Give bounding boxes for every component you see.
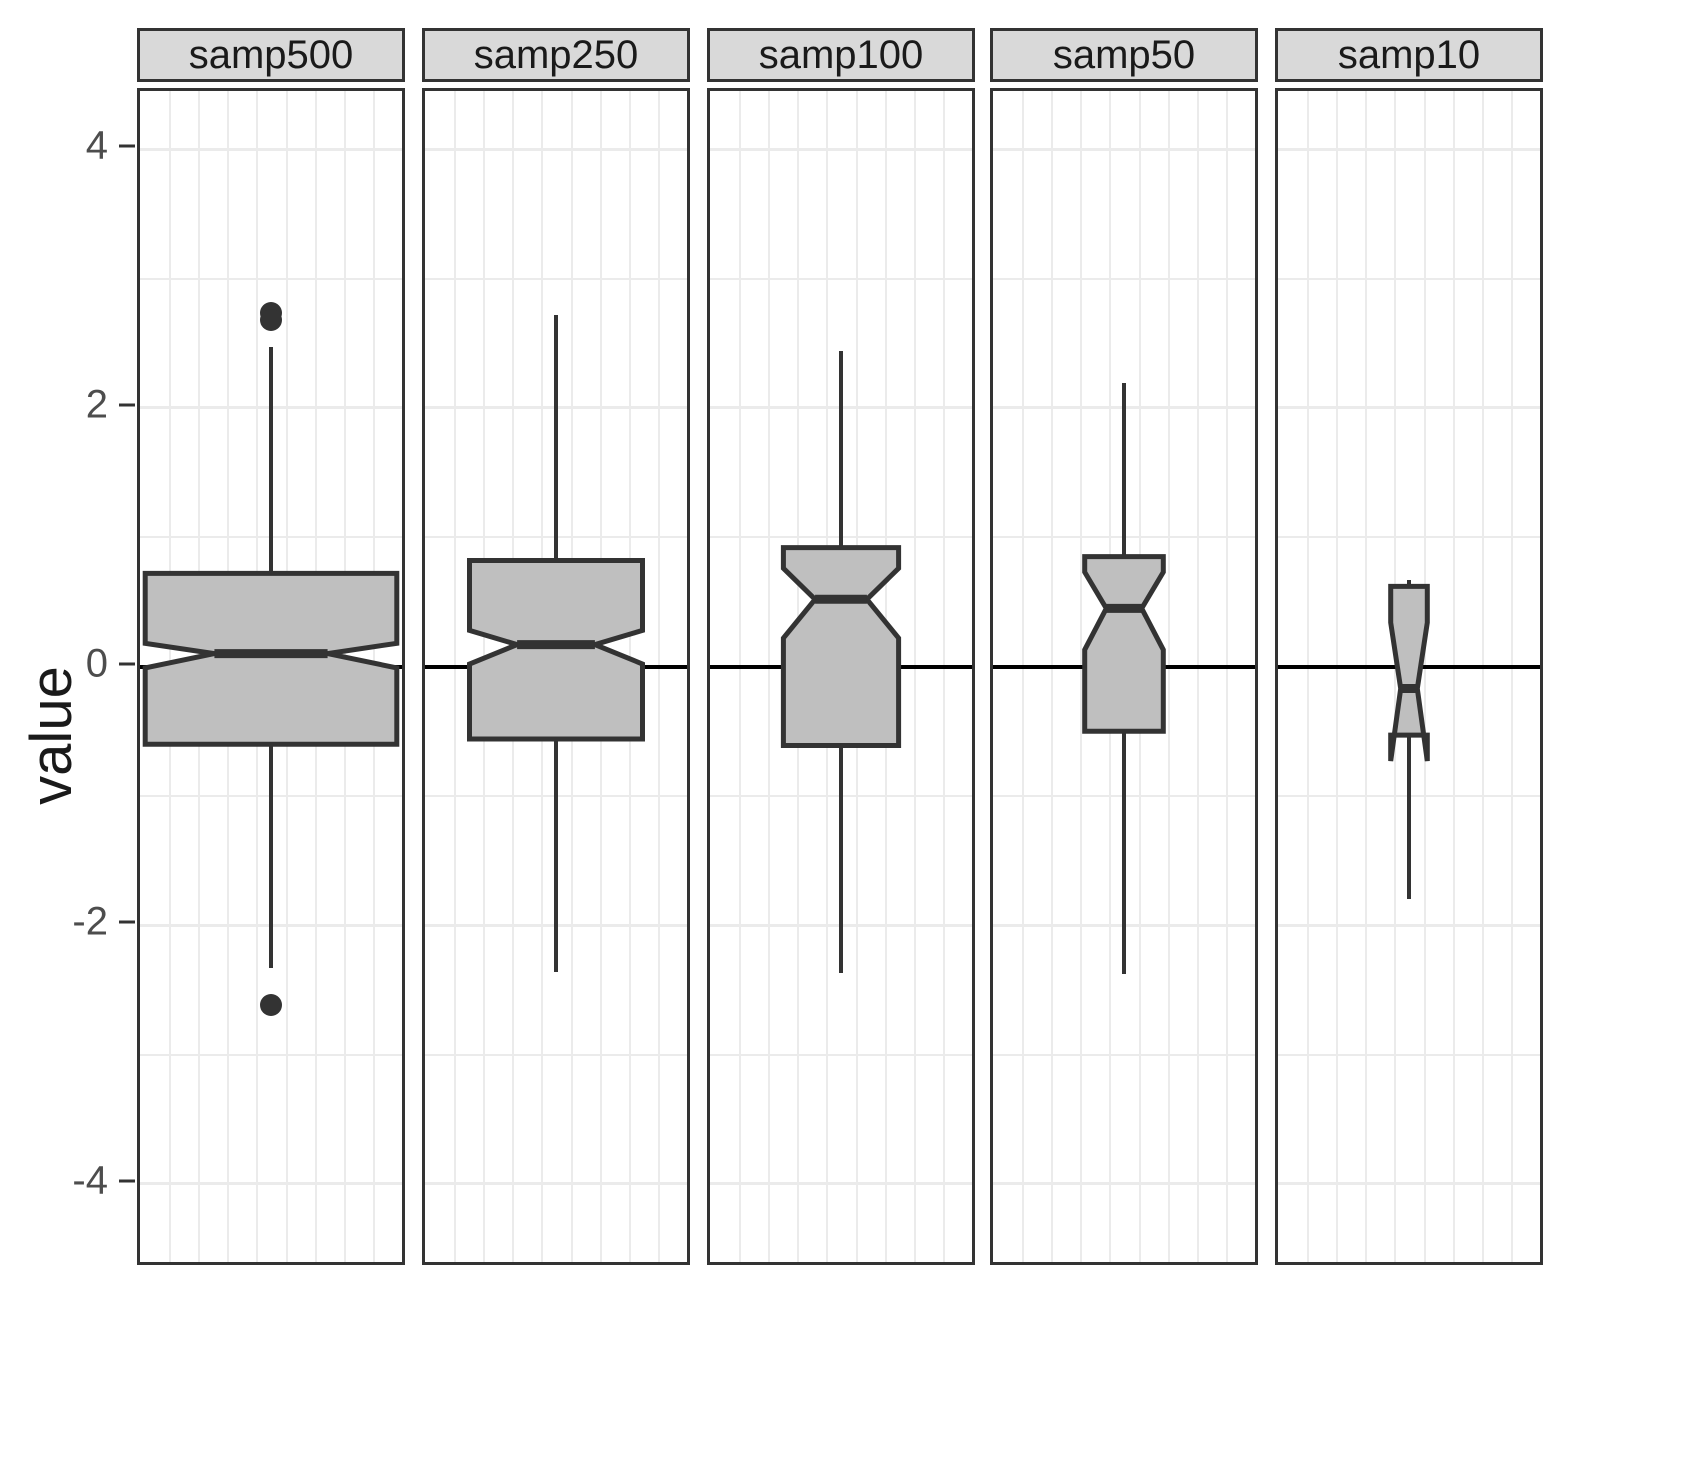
y-axis-title-label: value [18, 665, 84, 805]
y-axis-tick-mark [119, 403, 135, 407]
gridline-horizontal [140, 1053, 402, 1056]
gridline-horizontal [1278, 277, 1540, 280]
facet-strip-label: samp250 [473, 32, 639, 77]
box-polygon [142, 570, 400, 747]
facet-strip-label: samp10 [1337, 32, 1481, 77]
whisker-lower [554, 738, 558, 972]
whisker-upper [269, 347, 273, 574]
boxplot-box-samp250 [467, 558, 645, 742]
whisker-lower [1407, 735, 1411, 900]
whisker-lower [269, 744, 273, 968]
gridline-horizontal [710, 1053, 972, 1056]
gridline-vertical [1365, 91, 1367, 1262]
gridline-horizontal [1278, 1053, 1540, 1056]
gridline-horizontal [993, 147, 1255, 151]
gridline-vertical [1511, 91, 1513, 1262]
gridline-vertical [1197, 91, 1199, 1262]
gridline-vertical [768, 91, 770, 1262]
y-axis-tick-mark [119, 144, 135, 148]
facet-panel-samp50 [990, 88, 1258, 1265]
gridline-horizontal [710, 277, 972, 280]
gridline-horizontal [1278, 536, 1540, 539]
y-axis-tick-label: 0 [85, 641, 108, 686]
box-polygon [780, 545, 902, 748]
facet-strip-samp10: samp10 [1275, 28, 1543, 82]
facet-strip-samp250: samp250 [422, 28, 690, 82]
y-axis-tick-label: 2 [85, 382, 108, 427]
whisker-upper [1407, 579, 1411, 587]
gridline-horizontal [993, 277, 1255, 280]
gridline-horizontal [425, 1182, 687, 1186]
gridline-horizontal [140, 277, 402, 280]
gridline-horizontal [425, 1053, 687, 1056]
gridline-vertical [1226, 91, 1228, 1262]
y-axis-tick-label: -2 [72, 899, 108, 944]
y-axis-tick-mark [119, 920, 135, 924]
gridline-vertical [1336, 91, 1338, 1262]
facet-strip-samp100: samp100 [707, 28, 975, 82]
gridline-vertical [1051, 91, 1053, 1262]
facet-panel-samp500 [137, 88, 405, 1265]
box-polygon [467, 558, 645, 742]
gridline-vertical [1080, 91, 1082, 1262]
boxplot-box-samp500 [142, 570, 400, 747]
boxplot-box-samp50 [1082, 554, 1166, 734]
facet-panel-samp10 [1275, 88, 1543, 1265]
gridline-horizontal [993, 1053, 1255, 1056]
facet-panel-samp100 [707, 88, 975, 1265]
y-axis-tick-mark [119, 662, 135, 666]
y-axis-tick-label: -4 [72, 1158, 108, 1203]
gridline-vertical [1307, 91, 1309, 1262]
whisker-upper [839, 350, 843, 548]
y-axis-title: value [6, 0, 96, 1470]
boxplot-box-samp100 [780, 545, 902, 748]
whisker-lower [839, 745, 843, 974]
gridline-horizontal [710, 1182, 972, 1186]
facet-panel-samp250 [422, 88, 690, 1265]
boxplot-box-samp10 [1388, 583, 1430, 762]
gridline-vertical [1482, 91, 1484, 1262]
gridline-horizontal [1278, 923, 1540, 927]
facet-strip-label: samp500 [188, 32, 354, 77]
facet-strip-samp500: samp500 [137, 28, 405, 82]
whisker-lower [1122, 731, 1126, 975]
gridline-vertical [739, 91, 741, 1262]
outlier-point [260, 994, 282, 1017]
box-polygon [1388, 583, 1430, 762]
whisker-upper [554, 314, 558, 561]
gridline-horizontal [1278, 147, 1540, 151]
gridline-vertical [1424, 91, 1426, 1262]
gridline-vertical [454, 91, 456, 1262]
gridline-vertical [658, 91, 660, 1262]
y-axis-tick-mark [119, 1179, 135, 1183]
outlier-point [260, 308, 282, 331]
gridline-vertical [943, 91, 945, 1262]
box-polygon [1082, 554, 1166, 734]
gridline-vertical [914, 91, 916, 1262]
facet-strip-samp50: samp50 [990, 28, 1258, 82]
gridline-horizontal [710, 147, 972, 151]
y-axis-tick-label: 4 [85, 123, 108, 168]
gridline-horizontal [140, 1182, 402, 1186]
gridline-horizontal [425, 277, 687, 280]
gridline-horizontal [140, 147, 402, 151]
gridline-horizontal [425, 147, 687, 151]
gridline-vertical [1394, 91, 1396, 1262]
gridline-vertical [1022, 91, 1024, 1262]
gridline-vertical [1168, 91, 1170, 1262]
gridline-horizontal [1278, 1182, 1540, 1186]
gridline-horizontal [1278, 406, 1540, 410]
gridline-vertical [1453, 91, 1455, 1262]
gridline-horizontal [993, 1182, 1255, 1186]
whisker-upper [1122, 383, 1126, 557]
facet-strip-label: samp50 [1052, 32, 1196, 77]
facet-strip-label: samp100 [758, 32, 924, 77]
